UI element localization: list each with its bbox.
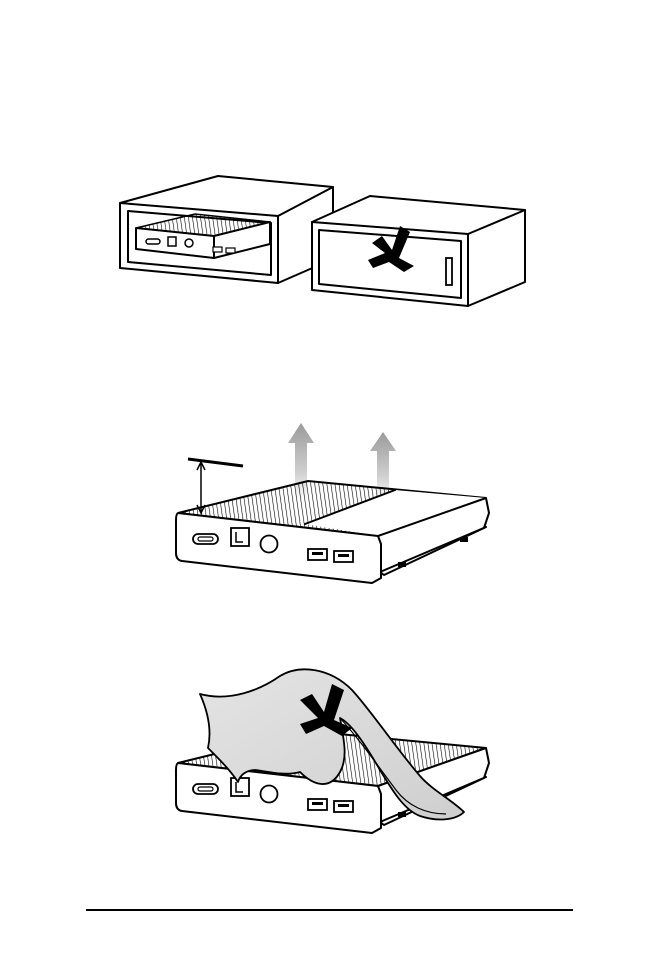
covered-device-illustration bbox=[176, 669, 489, 833]
closed-cabinet bbox=[312, 196, 525, 306]
dimension-arrow bbox=[197, 462, 205, 513]
clearance-bar bbox=[188, 459, 243, 466]
ventilation-clearance-illustration bbox=[176, 423, 489, 583]
footer-rule bbox=[86, 909, 573, 911]
open-cabinet bbox=[120, 176, 333, 283]
mini-pc-device bbox=[176, 481, 489, 583]
cabinet-enclosure-illustration bbox=[120, 176, 525, 306]
